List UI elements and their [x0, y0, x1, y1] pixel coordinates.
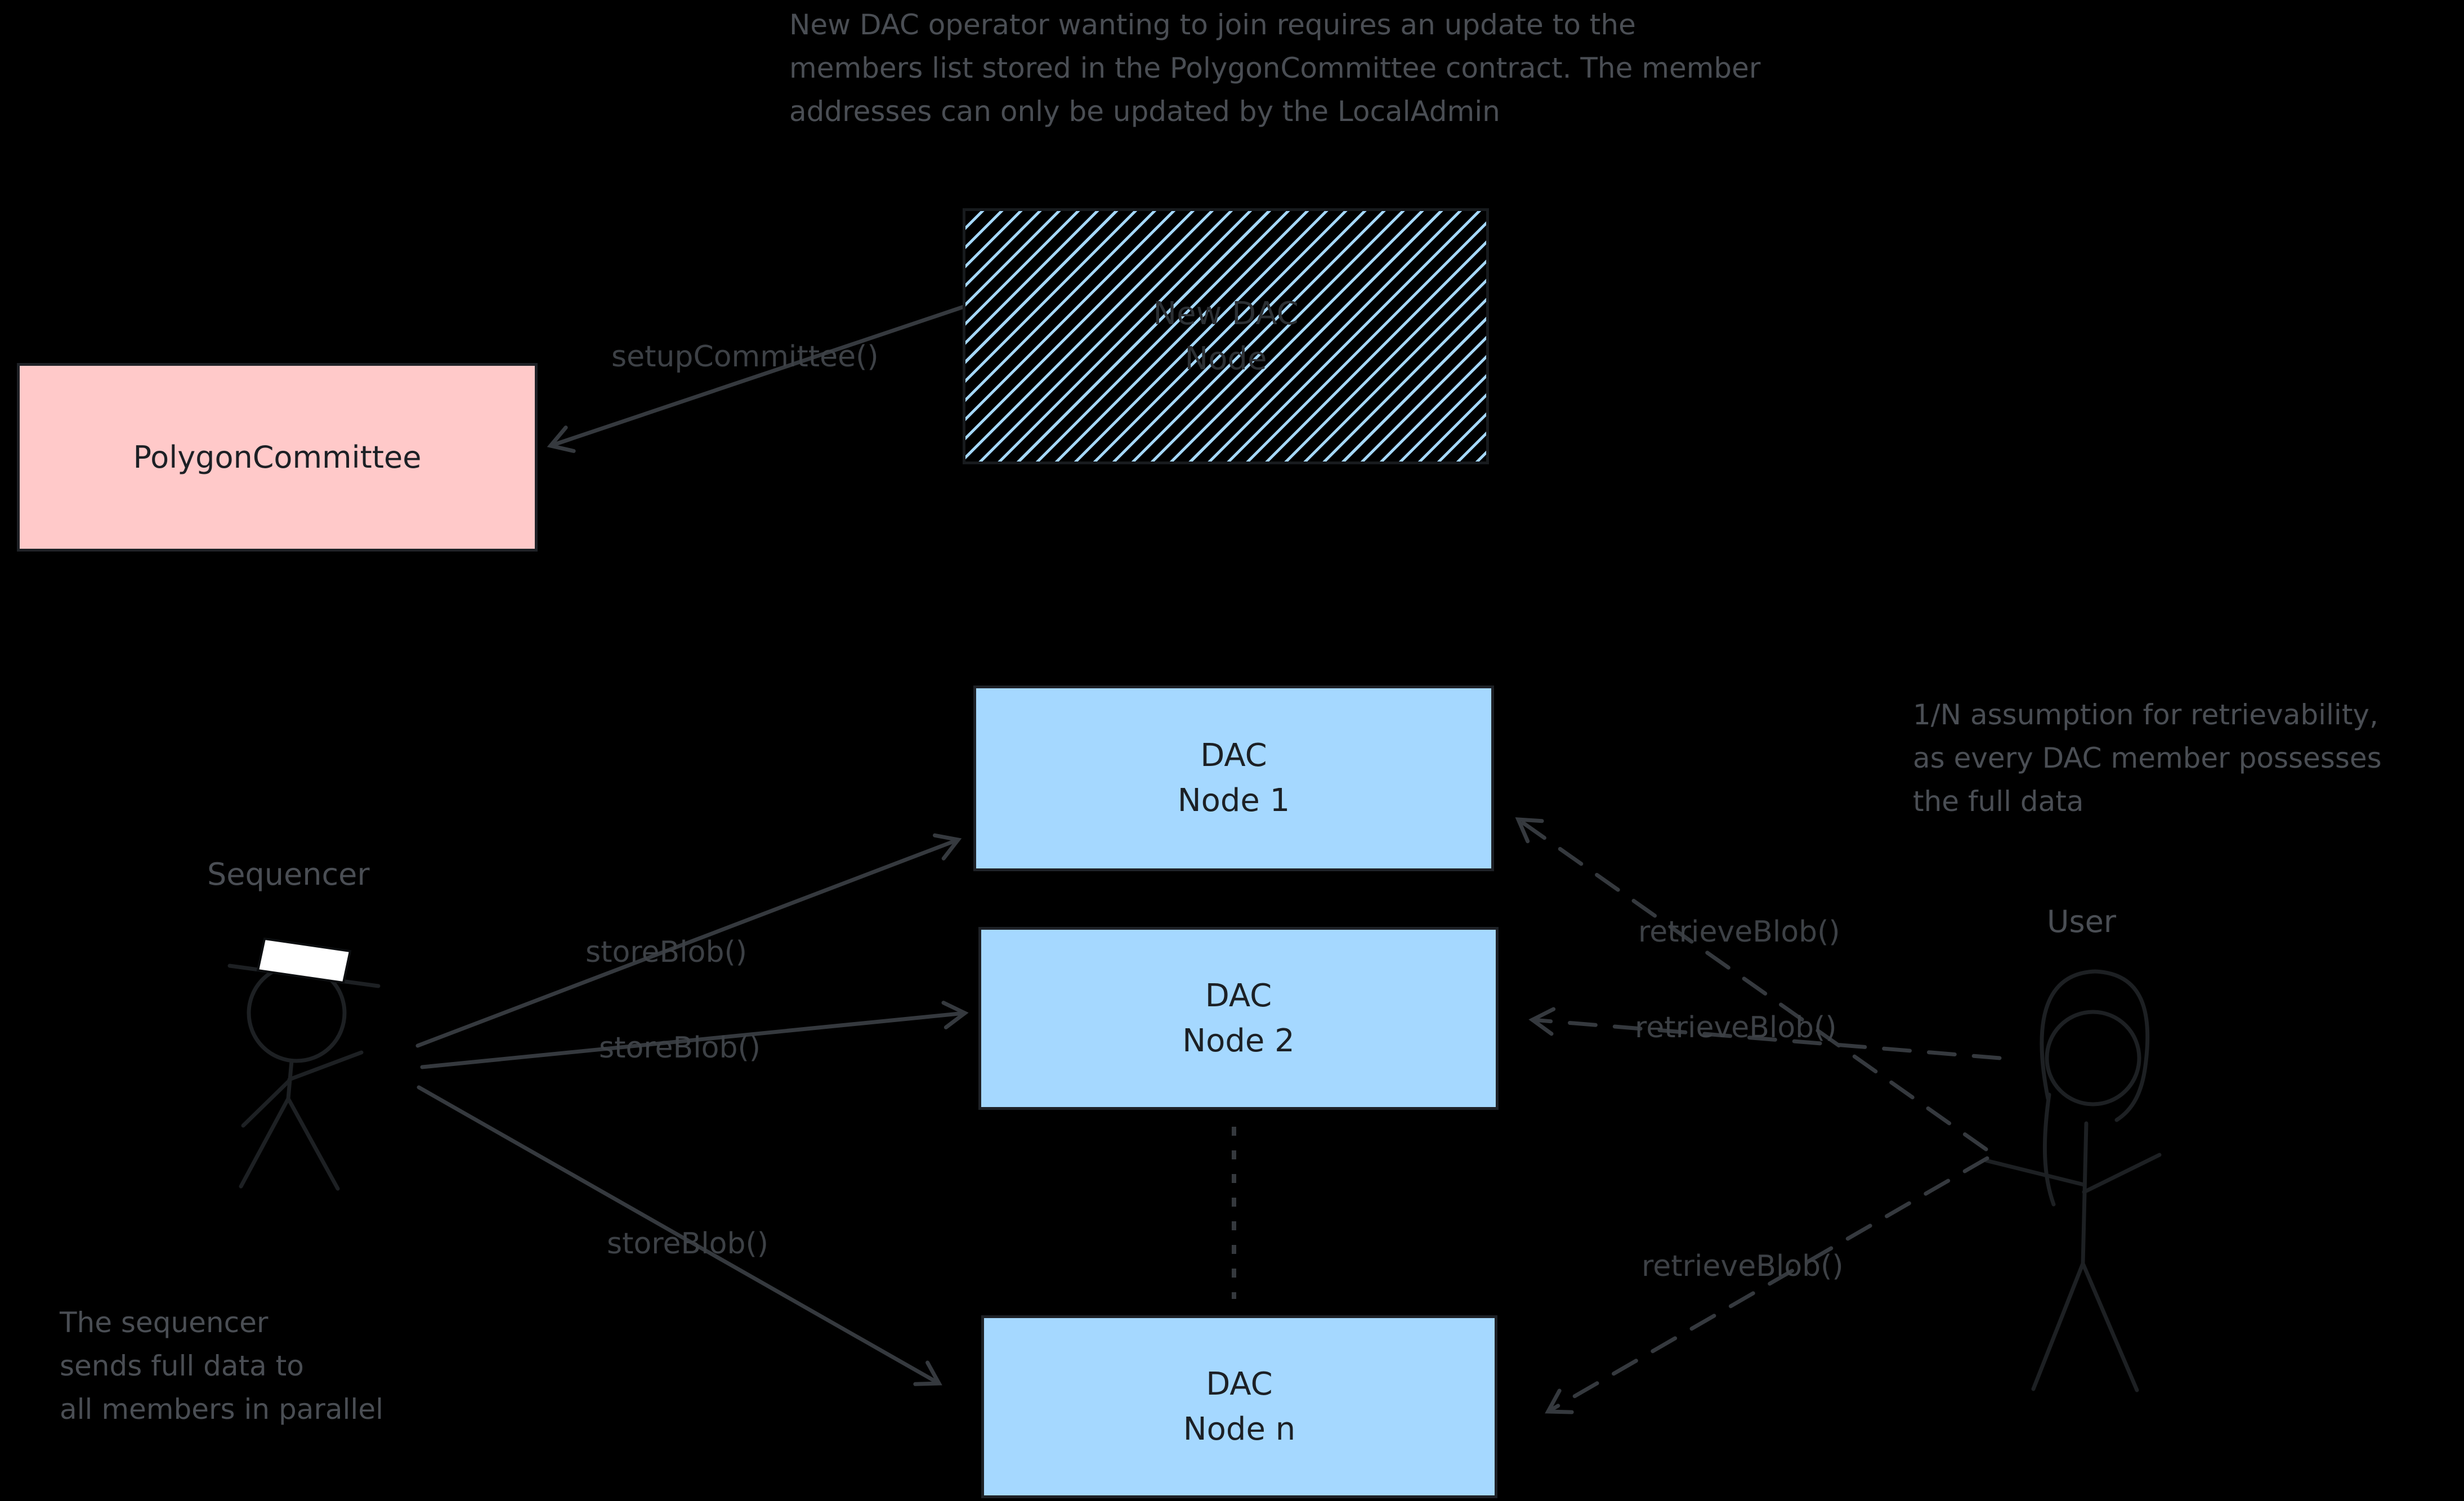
- new-dac-node-box-line2: Node: [1184, 340, 1267, 377]
- store-blob-arrow-1: [415, 833, 962, 1048]
- top-note: New DAC operator wanting to join require…: [789, 3, 1761, 133]
- retrieve-blob-arrow-3: [1545, 1156, 1989, 1414]
- retrieve-blob-arrow-1: [1515, 817, 1988, 1151]
- dac-node-1-box: DAC Node 1: [973, 685, 1494, 871]
- user-arms: [1984, 1153, 2162, 1194]
- sequencer-note-line2: sends full data to: [60, 1350, 304, 1382]
- dac-node-2-line2: Node 2: [1182, 1022, 1295, 1059]
- retrievability-note-line3: the full data: [1913, 785, 2084, 818]
- new-dac-node-box: New DAC Node: [963, 208, 1489, 464]
- user-legs: [2031, 1261, 2139, 1392]
- setup-committee-arrow: [547, 304, 966, 453]
- dac-node-n-line1: DAC: [1206, 1365, 1273, 1403]
- retrievability-note-line2: as every DAC member possesses: [1913, 742, 2382, 774]
- dac-node-n-box: DAC Node n: [981, 1315, 1497, 1498]
- user-figure: [1984, 969, 2162, 1392]
- store-blob-label-3: storeBlob(): [607, 1227, 769, 1261]
- dac-node-2-box-label: DAC Node 2: [1182, 974, 1295, 1064]
- dac-node-1-line2: Node 1: [1177, 782, 1290, 819]
- retrievability-note-line1: 1/N assumption for retrievability,: [1913, 698, 2378, 731]
- sequencer-note-line3: all members in parallel: [60, 1393, 383, 1426]
- setup-committee-label: setupCommittee(): [611, 340, 879, 374]
- top-note-line1: New DAC operator wanting to join require…: [789, 8, 1636, 41]
- retrieve-blob-arrow-2: [1528, 1007, 2002, 1060]
- top-note-line2: members list stored in the PolygonCommit…: [789, 52, 1761, 84]
- retrievability-note: 1/N assumption for retrievability, as ev…: [1913, 693, 2382, 823]
- user-label: User: [2047, 904, 2117, 939]
- sequencer-hat-icon: [256, 937, 352, 984]
- dac-node-2-box: DAC Node 2: [978, 927, 1499, 1110]
- dac-node-2-line1: DAC: [1205, 977, 1272, 1014]
- polygon-committee-box-label: PolygonCommittee: [133, 439, 422, 475]
- store-blob-arrow-2: [420, 1001, 969, 1069]
- sequencer-note-line1: The sequencer: [60, 1306, 269, 1339]
- dac-node-1-line1: DAC: [1200, 737, 1267, 774]
- retrieve-blob-label-3: retrieveBlob(): [1642, 1249, 1844, 1283]
- retrieve-blob-label-2: retrieveBlob(): [1635, 1011, 1837, 1045]
- user-hair-strand: [2042, 1092, 2056, 1207]
- store-blob-label-1: storeBlob(): [585, 935, 748, 969]
- user-hair: [2040, 969, 2150, 1122]
- top-note-line3: addresses can only be updated by the Loc…: [789, 95, 1500, 128]
- new-dac-node-box-label: New DAC Node: [1153, 292, 1299, 382]
- sequencer-label: Sequencer: [207, 857, 370, 892]
- dac-node-n-box-label: DAC Node n: [1183, 1362, 1295, 1452]
- polygon-committee-box: PolygonCommittee: [17, 363, 538, 552]
- sequencer-figure: [227, 937, 381, 1191]
- dac-node-1-box-label: DAC Node 1: [1178, 733, 1290, 823]
- sequencer-note: The sequencer sends full data to all mem…: [60, 1301, 383, 1431]
- retrieve-blob-label-1: retrieveBlob(): [1638, 915, 1840, 949]
- user-head: [2045, 1010, 2141, 1106]
- store-blob-label-2: storeBlob(): [599, 1031, 761, 1065]
- sequencer-arms: [241, 1050, 364, 1128]
- sequencer-legs: [239, 1096, 340, 1191]
- new-dac-node-box-line1: New DAC: [1153, 295, 1299, 332]
- dac-node-n-line2: Node n: [1183, 1410, 1296, 1448]
- store-blob-arrow-3: [417, 1085, 942, 1386]
